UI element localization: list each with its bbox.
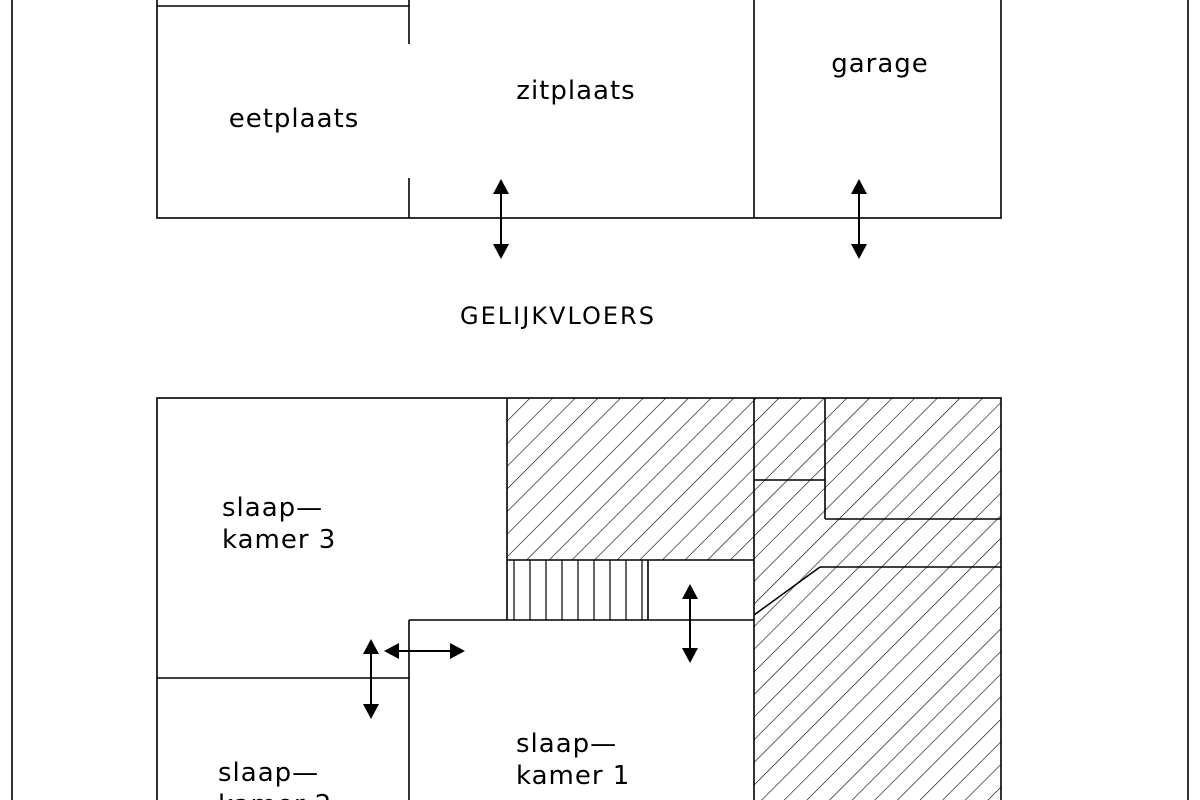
door-arrow-garage	[851, 179, 867, 259]
hatched-area-roof-top	[825, 398, 1001, 519]
ground-floor-plan: eetplaats zitplaats garage	[156, 0, 1002, 259]
room-label-slaapkamer1-line2: kamer 1	[516, 761, 630, 791]
door-arrow-zitplaats	[493, 179, 509, 259]
door-arrow-slaapkamer2	[363, 639, 379, 719]
door-arrow-slaapkamer3	[384, 643, 465, 659]
hatched-area-roof-mid	[754, 480, 1001, 615]
staircase	[513, 560, 643, 620]
room-label-slaapkamer3-line1: slaap—	[222, 493, 323, 523]
arrow-right-icon	[450, 643, 465, 659]
hatched-area-void	[507, 398, 754, 560]
arrow-up-icon	[682, 584, 698, 599]
arrow-up-icon	[493, 179, 509, 194]
room-label-slaapkamer1-line1: slaap—	[516, 729, 617, 759]
room-label-slaapkamer2-line1: slaap—	[218, 758, 319, 788]
upper-floor-outline	[156, 397, 1002, 800]
arrow-down-icon	[363, 704, 379, 719]
arrow-up-icon	[363, 639, 379, 654]
hatched-area-roof-bottom	[754, 567, 1001, 800]
wall-roof-diagonal	[753, 566, 821, 616]
room-label-slaapkamer3-line2: kamer 3	[222, 525, 336, 555]
floor-label: GELIJKVLOERS	[460, 302, 656, 330]
door-arrow-slaapkamer1	[682, 584, 698, 663]
room-label-zitplaats: zitplaats	[516, 76, 635, 106]
ground-floor-outline	[156, 0, 1002, 219]
room-label-garage: garage	[831, 49, 929, 79]
arrow-up-icon	[851, 179, 867, 194]
room-label-eetplaats: eetplaats	[229, 104, 360, 134]
room-label-slaapkamer2-line2: kamer 2	[218, 790, 332, 800]
arrow-down-icon	[851, 244, 867, 259]
arrow-down-icon	[493, 244, 509, 259]
arrow-down-icon	[682, 648, 698, 663]
upper-floor-plan: slaap— kamer 3 slaap— kamer 1 slaap— kam…	[156, 397, 1002, 800]
hatched-area-small	[754, 398, 825, 480]
arrow-left-icon	[384, 643, 399, 659]
